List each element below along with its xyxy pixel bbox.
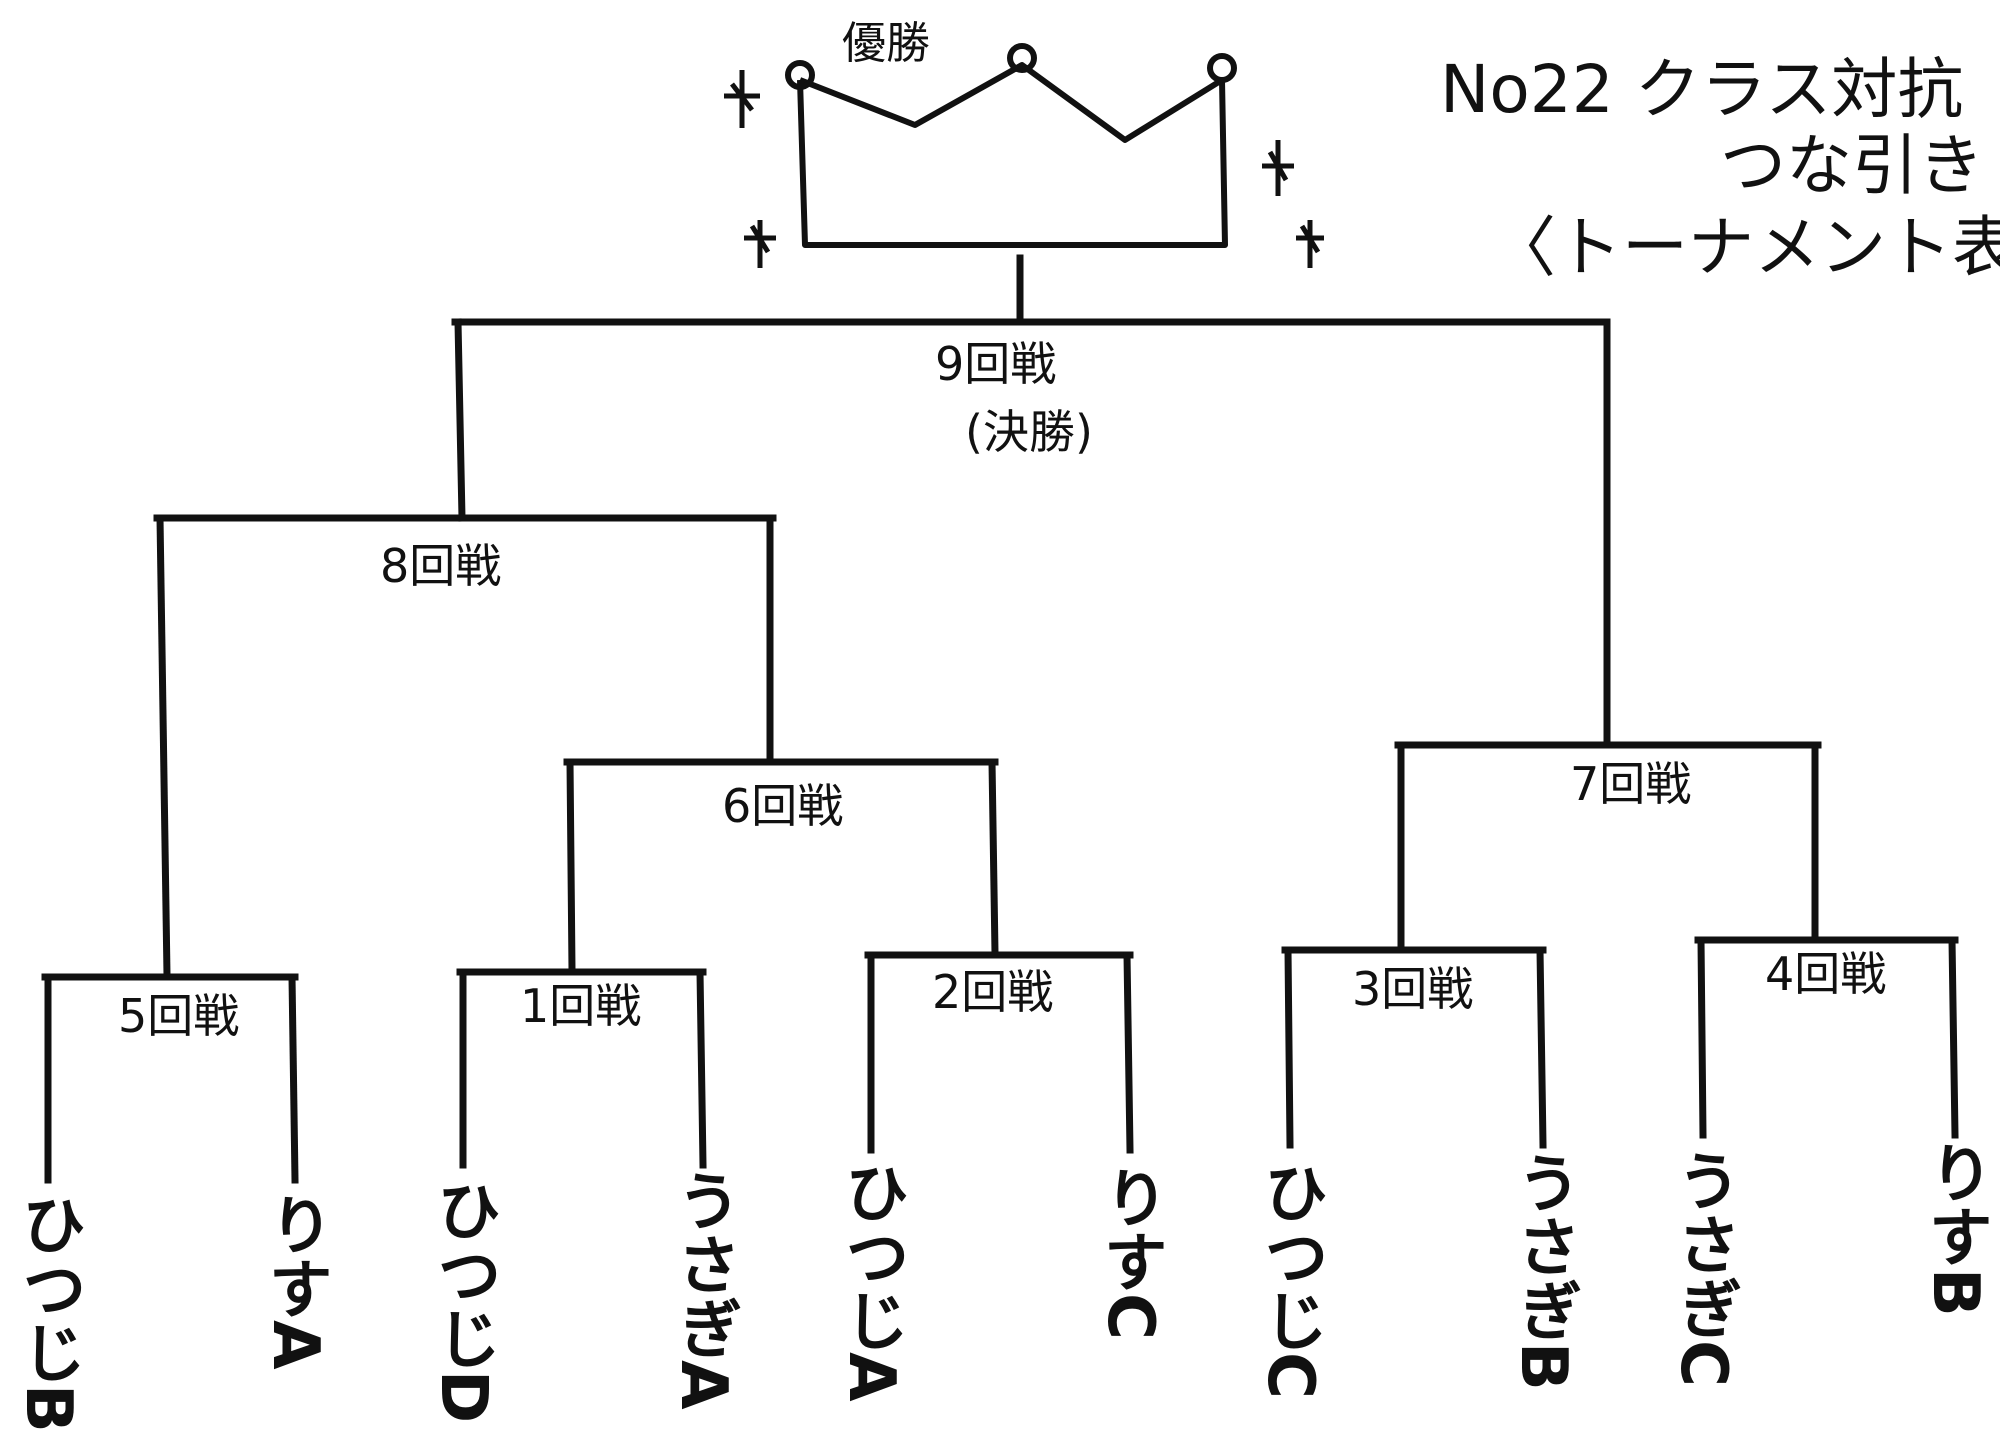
round-4-label: 4回戦 [1765,947,1886,1001]
crown-icon [785,43,1237,248]
team-name: うさぎC [1666,1148,1740,1387]
title-line-3: 〈トーナメント表〉 [1490,209,2000,286]
bracket-lines [41,254,1959,1184]
team-name: りすA [258,1192,332,1370]
round-2-label: 2回戦 [932,965,1053,1019]
round-6-label: 6回戦 [722,779,843,833]
team-name: ひつじA [834,1160,908,1402]
round-9-label: 9回戦 [935,337,1056,391]
title-line-1: No22 クラス対抗 [1440,51,1963,128]
round-labels: 9回戦 (決勝) 8回戦 6回戦 7回戦 5回戦 1回戦 2回戦 3回戦 4回戦 [118,337,1886,1043]
team-name: りすC [1093,1165,1167,1340]
round-1-label: 1回戦 [520,979,641,1033]
round-9-sublabel: (決勝) [965,405,1093,459]
team-name: うさぎA [666,1168,740,1410]
round-5-label: 5回戦 [118,989,239,1043]
team-name: ひつじC [1253,1160,1327,1399]
crown-label: 優勝 [842,18,930,69]
title-line-2: つな引き [1720,127,1984,204]
round-7-label: 7回戦 [1570,757,1691,811]
team-name: ひつじD [426,1178,500,1423]
team-name: うさぎB [1506,1150,1580,1391]
team-name: りすB [1918,1140,1992,1317]
round-3-label: 3回戦 [1352,962,1473,1016]
sparkle-icon [724,70,1324,268]
round-8-label: 8回戦 [380,539,501,593]
team-names: ひつじB りすA ひつじD うさぎA ひつじA りすC ひつじC うさぎB うさ… [11,1140,1992,1433]
title-block: No22 クラス対抗 つな引き 〈トーナメント表〉 [1440,51,2000,286]
team-name: ひつじB [11,1192,85,1433]
